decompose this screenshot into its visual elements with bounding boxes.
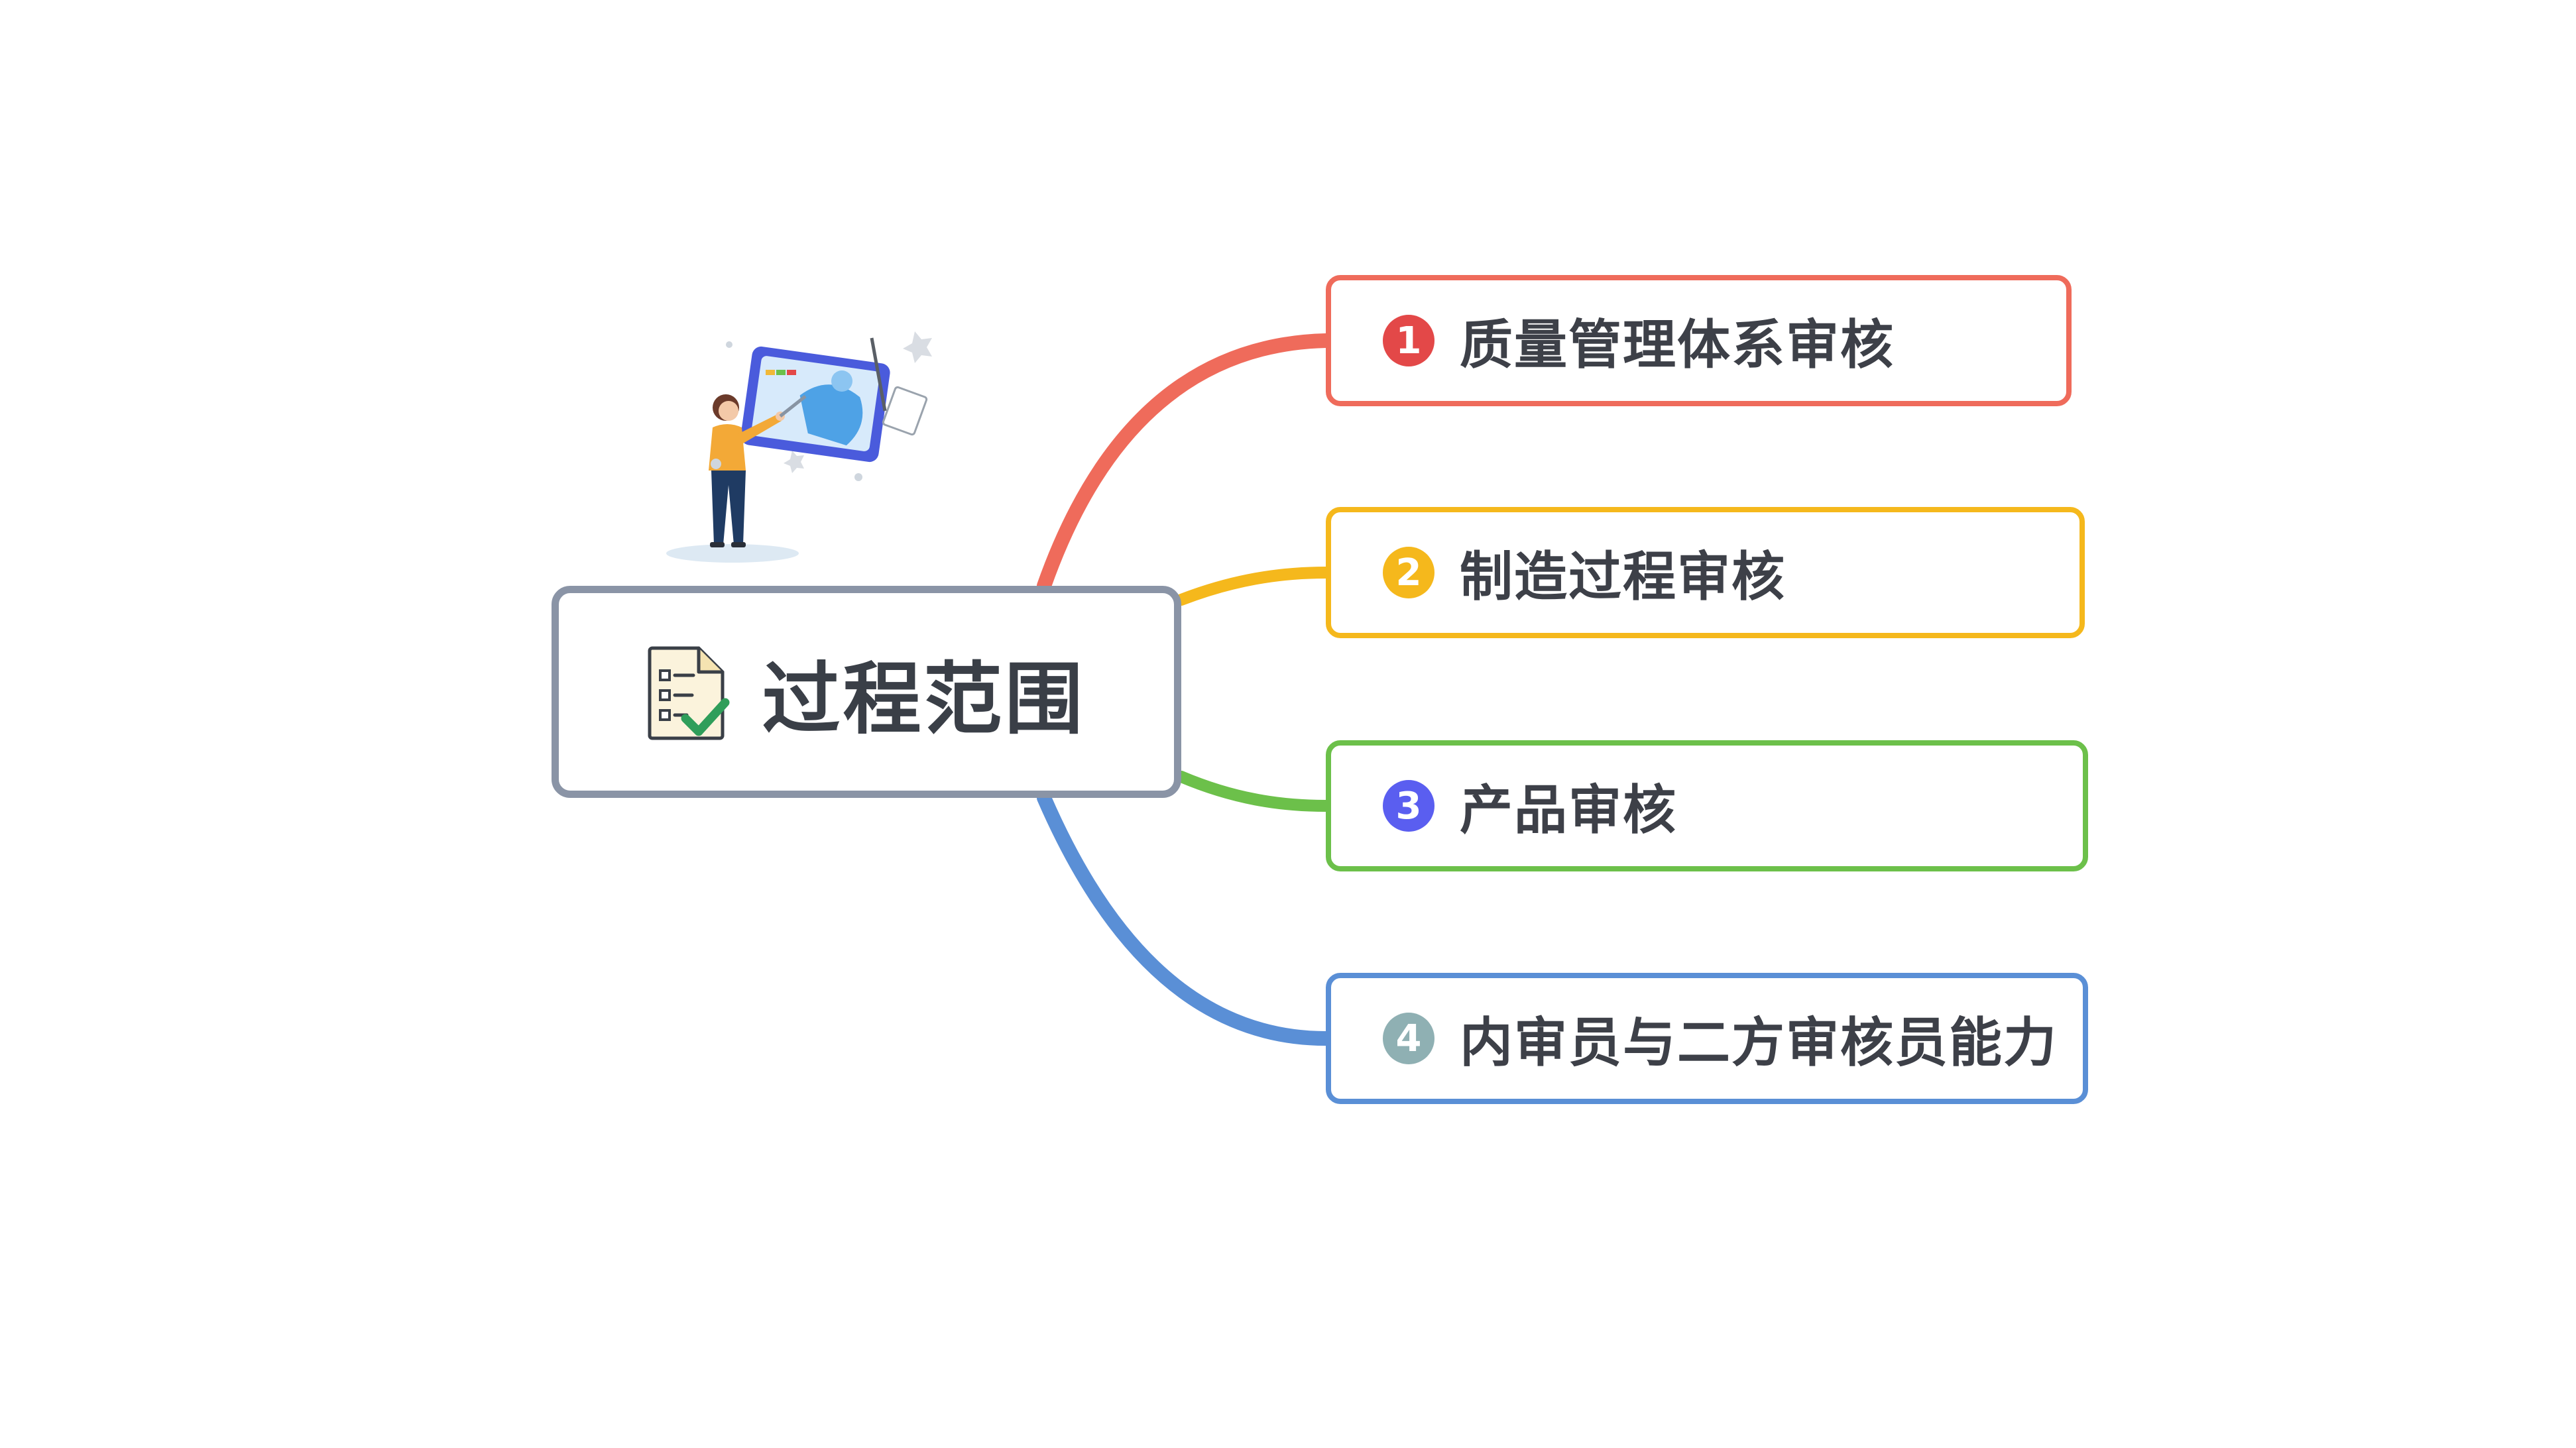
branch-label-1: 质量管理体系审核 bbox=[1460, 314, 1895, 376]
branch-node-3[interactable]: 3 产品审核 bbox=[1326, 740, 2088, 871]
number-badge-2: 2 bbox=[1383, 547, 1434, 598]
central-topic-title: 过程范围 bbox=[762, 653, 1086, 745]
number-badge-4: 4 bbox=[1383, 1013, 1434, 1064]
number-badge-3: 3 bbox=[1383, 780, 1434, 832]
branch-label-2: 制造过程审核 bbox=[1460, 546, 1786, 608]
branch-node-4[interactable]: 4 内审员与二方审核员能力 bbox=[1326, 973, 2088, 1104]
branch-node-1[interactable]: 1 质量管理体系审核 bbox=[1326, 275, 2072, 406]
person-drawing-on-tablet-illustration bbox=[666, 331, 932, 563]
connector-4 bbox=[1037, 791, 1333, 1046]
connector-3 bbox=[1175, 771, 1332, 812]
branch-label-4: 内审员与二方审核员能力 bbox=[1460, 1012, 2058, 1074]
central-topic-node[interactable]: 过程范围 bbox=[552, 586, 1181, 798]
connector-1 bbox=[1037, 333, 1333, 593]
branch-label-3: 产品审核 bbox=[1460, 779, 1677, 841]
connector-2 bbox=[1175, 567, 1332, 606]
number-badge-1: 1 bbox=[1383, 315, 1434, 366]
checklist-document-icon bbox=[648, 646, 730, 740]
branch-node-2[interactable]: 2 制造过程审核 bbox=[1326, 507, 2085, 638]
